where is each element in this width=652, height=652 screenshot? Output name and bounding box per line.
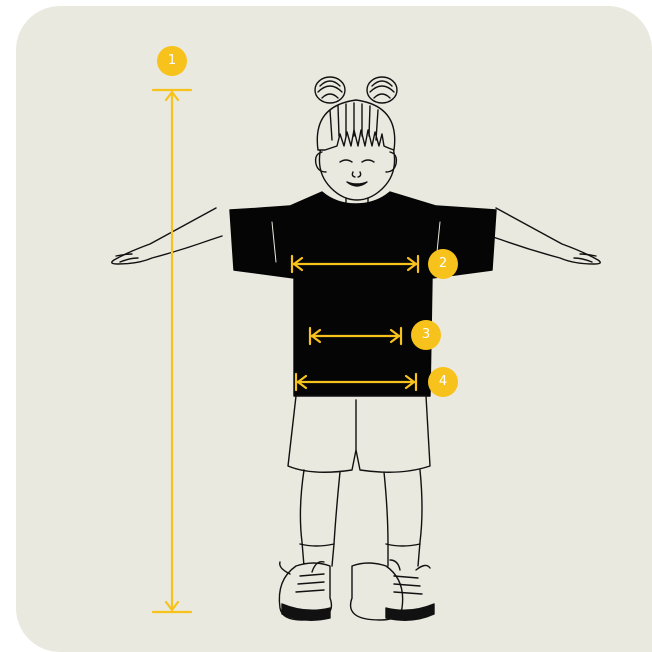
t-shirt: [230, 192, 496, 396]
shorts: [288, 396, 430, 472]
child-figure: [112, 77, 601, 620]
hair-buns: [315, 77, 397, 103]
legs: [300, 470, 422, 566]
measure-badge-height: 1: [157, 46, 187, 76]
measure-badge-hem: 4: [428, 367, 458, 397]
head: [316, 100, 397, 200]
sneakers: [279, 560, 434, 620]
measure-badge-waist: 3: [411, 320, 441, 350]
measure-badge-chest: 2: [428, 249, 458, 279]
height-measure-line: [153, 90, 191, 612]
